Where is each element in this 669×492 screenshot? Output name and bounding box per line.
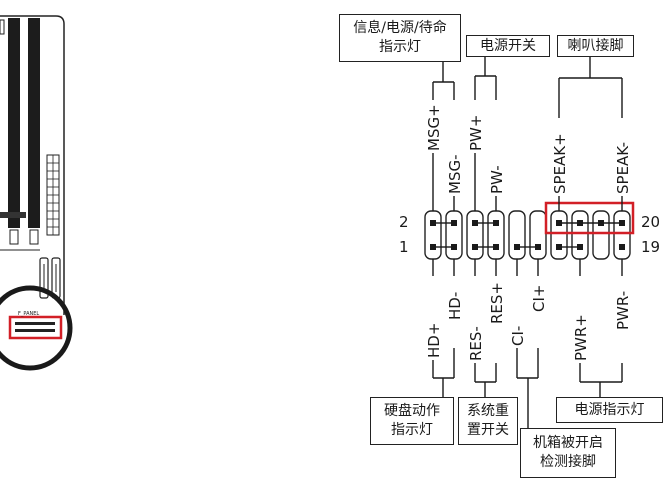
bottom-leader-lines <box>432 259 623 428</box>
hdd-led-label-box: 硬盘动作 指示灯 <box>370 397 454 445</box>
pin-label-speak-plus: SPEAK+ <box>551 133 569 194</box>
chassis-intrusion-label-box: 机箱被开启 检测接脚 <box>520 428 616 478</box>
pin-slot-3-4 <box>445 210 463 260</box>
pin-number-2: 2 <box>399 213 409 231</box>
pin-slot-11-12 <box>529 210 547 260</box>
pin-slot-9-10 <box>508 210 526 260</box>
pin-label-ci-plus: CI+ <box>530 285 548 312</box>
pin-slot-19-20 <box>613 210 631 260</box>
front-panel-header <box>424 210 631 260</box>
bottom-pin-labels: HD+ HD- RES- RES+ CI- CI+ PWR+ PWR- <box>425 282 632 361</box>
pin-slot-15-16 <box>571 210 589 260</box>
pin-label-msg-plus: MSG+ <box>425 104 443 151</box>
pin-label-hd-plus: HD+ <box>425 323 443 358</box>
pin-slot-5-6 <box>466 210 484 260</box>
msg-led-label-box: 信息/电源/待命 指示灯 <box>339 14 461 62</box>
reset-switch-label-box: 系统重 置开关 <box>458 397 518 445</box>
pin-label-msg-minus: MSG- <box>446 155 464 195</box>
top-leader-lines <box>432 55 623 211</box>
power-switch-label-box: 电源开关 <box>466 35 550 57</box>
header-callout-circle <box>0 285 73 371</box>
speaker-label-box: 喇叭接脚 <box>557 35 634 57</box>
pin-number-20: 20 <box>641 213 661 231</box>
pin-slot-13-14 <box>550 210 568 260</box>
motherboard-illustration: F_PANEL <box>0 15 73 371</box>
pin-label-pwr-plus: PWR+ <box>572 314 590 361</box>
pin-label-pw-minus: PW- <box>488 165 506 194</box>
dimm-slot-1 <box>8 18 20 228</box>
pin-label-hd-minus: HD- <box>446 292 464 320</box>
pin-slot-7-8 <box>487 210 505 260</box>
pin-number-1: 1 <box>399 238 409 256</box>
sata-port-1 <box>39 257 49 299</box>
pin-number-19: 19 <box>641 238 661 256</box>
top-pin-labels: MSG+ MSG- PW+ PW- SPEAK+ SPEAK- <box>425 104 632 194</box>
pin-label-ci-minus: CI- <box>509 326 527 346</box>
pin-slot-17-18 <box>592 210 610 260</box>
pin-label-speak-minus: SPEAK- <box>614 142 632 194</box>
pin-label-pwr-minus: PWR- <box>614 291 632 330</box>
speaker-pins-highlight <box>544 201 635 235</box>
pin-label-res-plus: RES+ <box>488 282 506 324</box>
dimm-slot-2 <box>28 18 40 228</box>
svg-text:F_PANEL: F_PANEL <box>18 311 39 317</box>
power-led-label-box: 电源指示灯 <box>556 397 663 423</box>
header-highlight-small <box>8 315 63 340</box>
bottom-pins <box>430 244 625 250</box>
pin-label-pw-plus: PW+ <box>467 115 485 151</box>
pin-slot-1-2 <box>424 210 442 260</box>
pin-label-res-minus: RES- <box>467 326 485 361</box>
